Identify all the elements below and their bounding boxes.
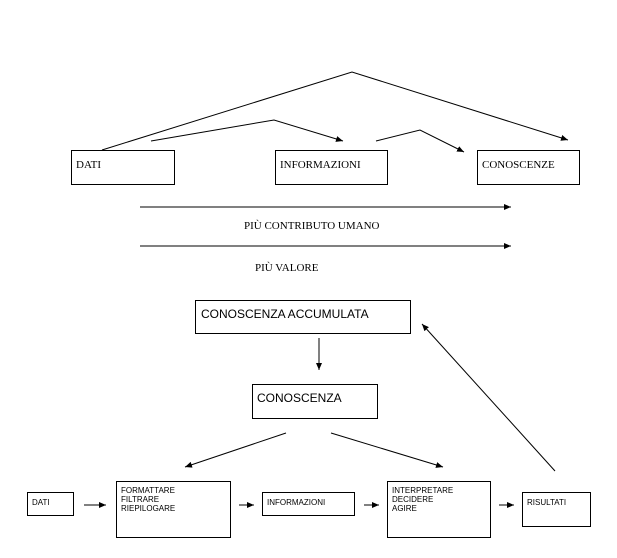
box-dati-bottom: DATI xyxy=(27,492,74,516)
arrow-conoscenza-process1 xyxy=(184,432,287,468)
process1-line-filtrare: FILTRARE xyxy=(121,495,160,504)
box-informazioni-top-label: INFORMAZIONI xyxy=(280,159,361,171)
box-conoscenza-accumulata-label: CONOSCENZA ACCUMULATA xyxy=(201,307,369,321)
box-risultati-label: RISULTATI xyxy=(527,498,567,507)
process2-line-decidere: DECIDERE xyxy=(392,495,434,504)
label-valore: PIÙ VALORE xyxy=(255,262,319,274)
box-dati-top: DATI xyxy=(71,150,175,185)
arrow-conoscenza-process2 xyxy=(330,432,444,468)
box-conoscenze-top-label: CONOSCENZE xyxy=(482,159,555,171)
box-dati-bottom-label: DATI xyxy=(32,498,50,507)
box-informazioni-top: INFORMAZIONI xyxy=(275,150,388,185)
arch-informazioni-conoscenze xyxy=(375,129,465,153)
box-conoscenza: CONOSCENZA xyxy=(252,384,378,419)
process2-line-agire: AGIRE xyxy=(392,504,417,513)
arch-dati-conoscenze xyxy=(101,71,569,151)
box-conoscenze-top: CONOSCENZE xyxy=(477,150,580,185)
box-process-interpretare: INTERPRETARE DECIDERE AGIRE xyxy=(387,481,491,538)
process1-line-formattare: FORMATTARE xyxy=(121,486,175,495)
process1-line-riepilogare: RIEPILOGARE xyxy=(121,504,176,513)
box-risultati: RISULTATI xyxy=(522,492,591,527)
box-conoscenza-accumulata: CONOSCENZA ACCUMULATA xyxy=(195,300,411,334)
arch-dati-informazioni xyxy=(150,119,344,142)
process1-lines: FORMATTARE FILTRARE RIEPILOGARE xyxy=(121,486,175,513)
process2-lines: INTERPRETARE DECIDERE AGIRE xyxy=(392,486,453,513)
box-informazioni-bottom-label: INFORMAZIONI xyxy=(267,498,326,507)
process2-line-interpretare: INTERPRETARE xyxy=(392,486,454,495)
box-informazioni-bottom: INFORMAZIONI xyxy=(262,492,355,516)
box-dati-top-label: DATI xyxy=(76,159,102,171)
box-conoscenza-label: CONOSCENZA xyxy=(257,391,342,405)
box-process-formattare: FORMATTARE FILTRARE RIEPILOGARE xyxy=(116,481,231,538)
arrow-risultati-accumulata xyxy=(421,323,556,472)
label-contributo-umano: PIÙ CONTRIBUTO UMANO xyxy=(244,220,380,232)
